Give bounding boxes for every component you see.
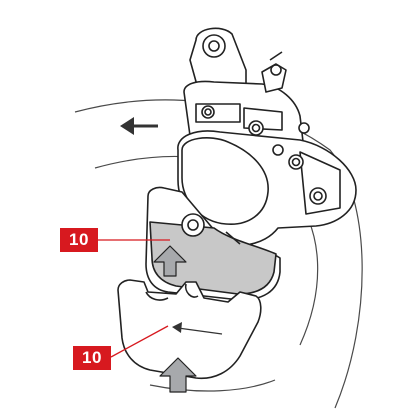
disc-lower-arc bbox=[149, 379, 276, 392]
pad-pin-hole bbox=[181, 213, 205, 237]
caliper-bolt bbox=[298, 122, 310, 134]
arrow-up-icon bbox=[153, 245, 187, 277]
pad-direction-arrow bbox=[172, 322, 223, 335]
caliper-bolt bbox=[248, 120, 264, 136]
brake-caliper bbox=[177, 27, 357, 246]
arrow-left-icon bbox=[120, 117, 158, 135]
caliper-bolt bbox=[201, 105, 215, 119]
callout-label: 10 bbox=[60, 228, 98, 252]
arrow-up-icon bbox=[159, 357, 197, 393]
caliper-mount-hole bbox=[202, 34, 226, 58]
brake-pad-inner bbox=[145, 186, 281, 301]
callout-label: 10 bbox=[73, 346, 111, 370]
caliper-bolt bbox=[309, 187, 327, 205]
caliper-bolt bbox=[288, 154, 304, 170]
callout-leader-line bbox=[110, 325, 169, 358]
caliper-bolt bbox=[272, 144, 284, 156]
pad-inner-friction-material bbox=[149, 221, 277, 295]
bleed-nipple bbox=[261, 63, 287, 93]
disc-outer-arc bbox=[74, 99, 363, 409]
